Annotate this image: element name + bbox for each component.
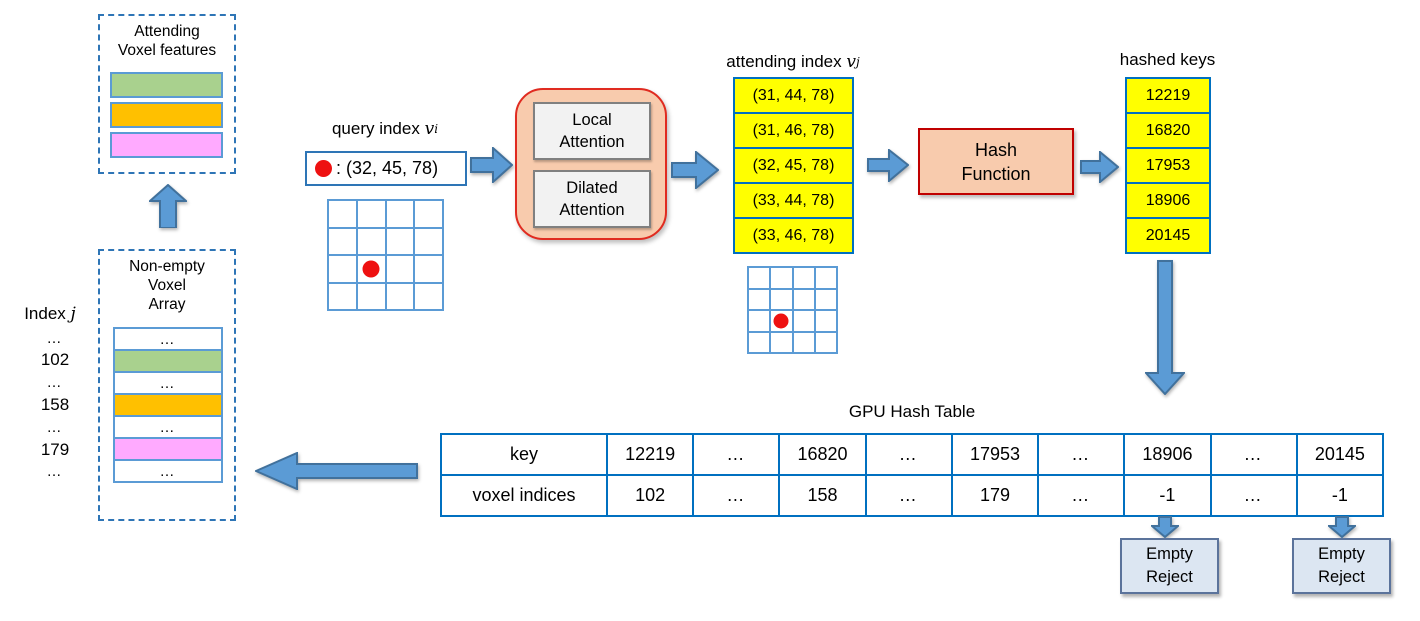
voxel-row-green: [115, 351, 221, 371]
arrow-query-to-attention-icon: [470, 147, 513, 183]
table-key-cell: …: [1039, 435, 1124, 474]
attending-index-item: (33, 44, 78): [735, 184, 852, 217]
query-grid-center-cell: [357, 256, 385, 282]
attending-grid-red-dot-icon: [773, 313, 789, 329]
gpu-hash-table-title: GPU Hash Table: [848, 402, 976, 421]
attending-grid-cell: [793, 332, 814, 352]
attending-grid-cell: [793, 289, 814, 309]
arrow-keys-to-table-icon: [1145, 260, 1185, 395]
attending-voxel-features-title: Attending Voxel features: [117, 23, 217, 59]
index-value: …: [46, 418, 64, 436]
attending-index-item: (31, 44, 78): [735, 79, 852, 112]
arrow-table-to-empty-reject-2-icon: [1328, 516, 1356, 538]
query-red-dot-icon: [315, 160, 332, 177]
query-index-value: : (32, 45, 78): [336, 158, 439, 178]
dilated-attention-box: Dilated Attention: [533, 170, 651, 228]
index-value: 179: [40, 439, 70, 459]
table-key-cell: 17953: [952, 435, 1038, 474]
hashed-keys-label: hashed keys: [1119, 50, 1216, 69]
attending-index-item: (32, 45, 78): [735, 149, 852, 182]
table-index-cell: 179: [952, 476, 1038, 515]
table-row-label: key: [442, 435, 606, 474]
attending-index-item: (33, 46, 78): [735, 219, 852, 252]
hashed-key-item: 18906: [1127, 184, 1209, 217]
feature-bar-orange: [110, 102, 223, 128]
index-value: …: [46, 329, 64, 347]
query-grid-red-dot-icon: [362, 260, 380, 278]
table-key-cell: …: [866, 435, 951, 474]
attending-index-item: (31, 46, 78): [735, 114, 852, 147]
table-key-cell: 20145: [1297, 435, 1382, 474]
index-value: …: [46, 374, 64, 392]
arrow-up-array-to-features-icon: [149, 184, 187, 228]
attending-index-list: (31, 44, 78) (31, 46, 78) (32, 45, 78) (…: [733, 77, 854, 254]
table-index-cell: 102: [608, 476, 693, 515]
table-key-cell: …: [1211, 435, 1296, 474]
gpu-hash-table: key 12219 … 16820 … 17953 … 18906 … 2014…: [440, 433, 1384, 517]
index-value: 158: [40, 394, 70, 414]
voxel-row-ellipsis: …: [115, 461, 221, 481]
arrow-table-to-empty-reject-1-icon: [1151, 516, 1179, 538]
table-index-cell: -1: [1297, 476, 1382, 515]
hash-function-box: Hash Function: [918, 128, 1074, 195]
index-j-label: Index j: [24, 304, 76, 324]
arrow-attending-to-hash-icon: [867, 149, 909, 182]
query-grid-pink-cell: [386, 283, 414, 309]
arrow-hash-to-keys-icon: [1080, 151, 1119, 183]
empty-reject-box-1: Empty Reject: [1120, 538, 1219, 594]
attending-voxel-grid: [747, 266, 838, 354]
table-key-cell: …: [694, 435, 779, 474]
table-key-cell: 12219: [608, 435, 693, 474]
index-value: …: [46, 463, 64, 481]
voxel-row-orange: [115, 395, 221, 415]
hashed-keys-list: 12219 16820 17953 18906 20145: [1125, 77, 1211, 254]
voxel-row-ellipsis: …: [115, 417, 221, 437]
voxel-row-ellipsis: …: [115, 373, 221, 393]
local-attention-box: Local Attention: [533, 102, 651, 160]
voxel-array-rows: … … … …: [113, 327, 223, 483]
table-index-cell: …: [1211, 476, 1296, 515]
feature-bar-pink: [110, 132, 223, 158]
table-key-cell: 18906: [1125, 435, 1210, 474]
table-row-label: voxel indices: [442, 476, 606, 515]
attending-grid-cell: [749, 289, 770, 309]
voxel-row-ellipsis: …: [115, 329, 221, 349]
hashed-key-item: 12219: [1127, 79, 1209, 112]
index-value: 102: [40, 350, 70, 370]
table-index-cell: 158: [780, 476, 865, 515]
table-index-cell: …: [866, 476, 951, 515]
attending-grid-cell: [749, 332, 770, 352]
empty-reject-box-2: Empty Reject: [1292, 538, 1391, 594]
table-key-cell: 16820: [780, 435, 865, 474]
hashed-key-item: 20145: [1127, 219, 1209, 252]
hashed-key-item: 17953: [1127, 149, 1209, 182]
attending-grid-center-cell: [771, 311, 792, 331]
hashed-key-item: 16820: [1127, 114, 1209, 147]
voxel-row-pink: [115, 439, 221, 459]
table-index-cell: …: [1039, 476, 1124, 515]
query-index-value-box: : (32, 45, 78): [305, 151, 467, 186]
table-index-cell: -1: [1125, 476, 1210, 515]
arrow-attention-to-attending-icon: [671, 151, 719, 189]
query-grid-green-cell: [329, 283, 356, 309]
index-j-values: … 102 … 158 … 179 …: [24, 327, 86, 483]
arrow-left-table-to-array-icon: [255, 452, 418, 490]
nonempty-voxel-array-title: Non-empty Voxel Array: [129, 258, 205, 313]
query-voxel-grid: [327, 199, 444, 311]
feature-bar-green: [110, 72, 223, 98]
table-index-cell: …: [694, 476, 779, 515]
